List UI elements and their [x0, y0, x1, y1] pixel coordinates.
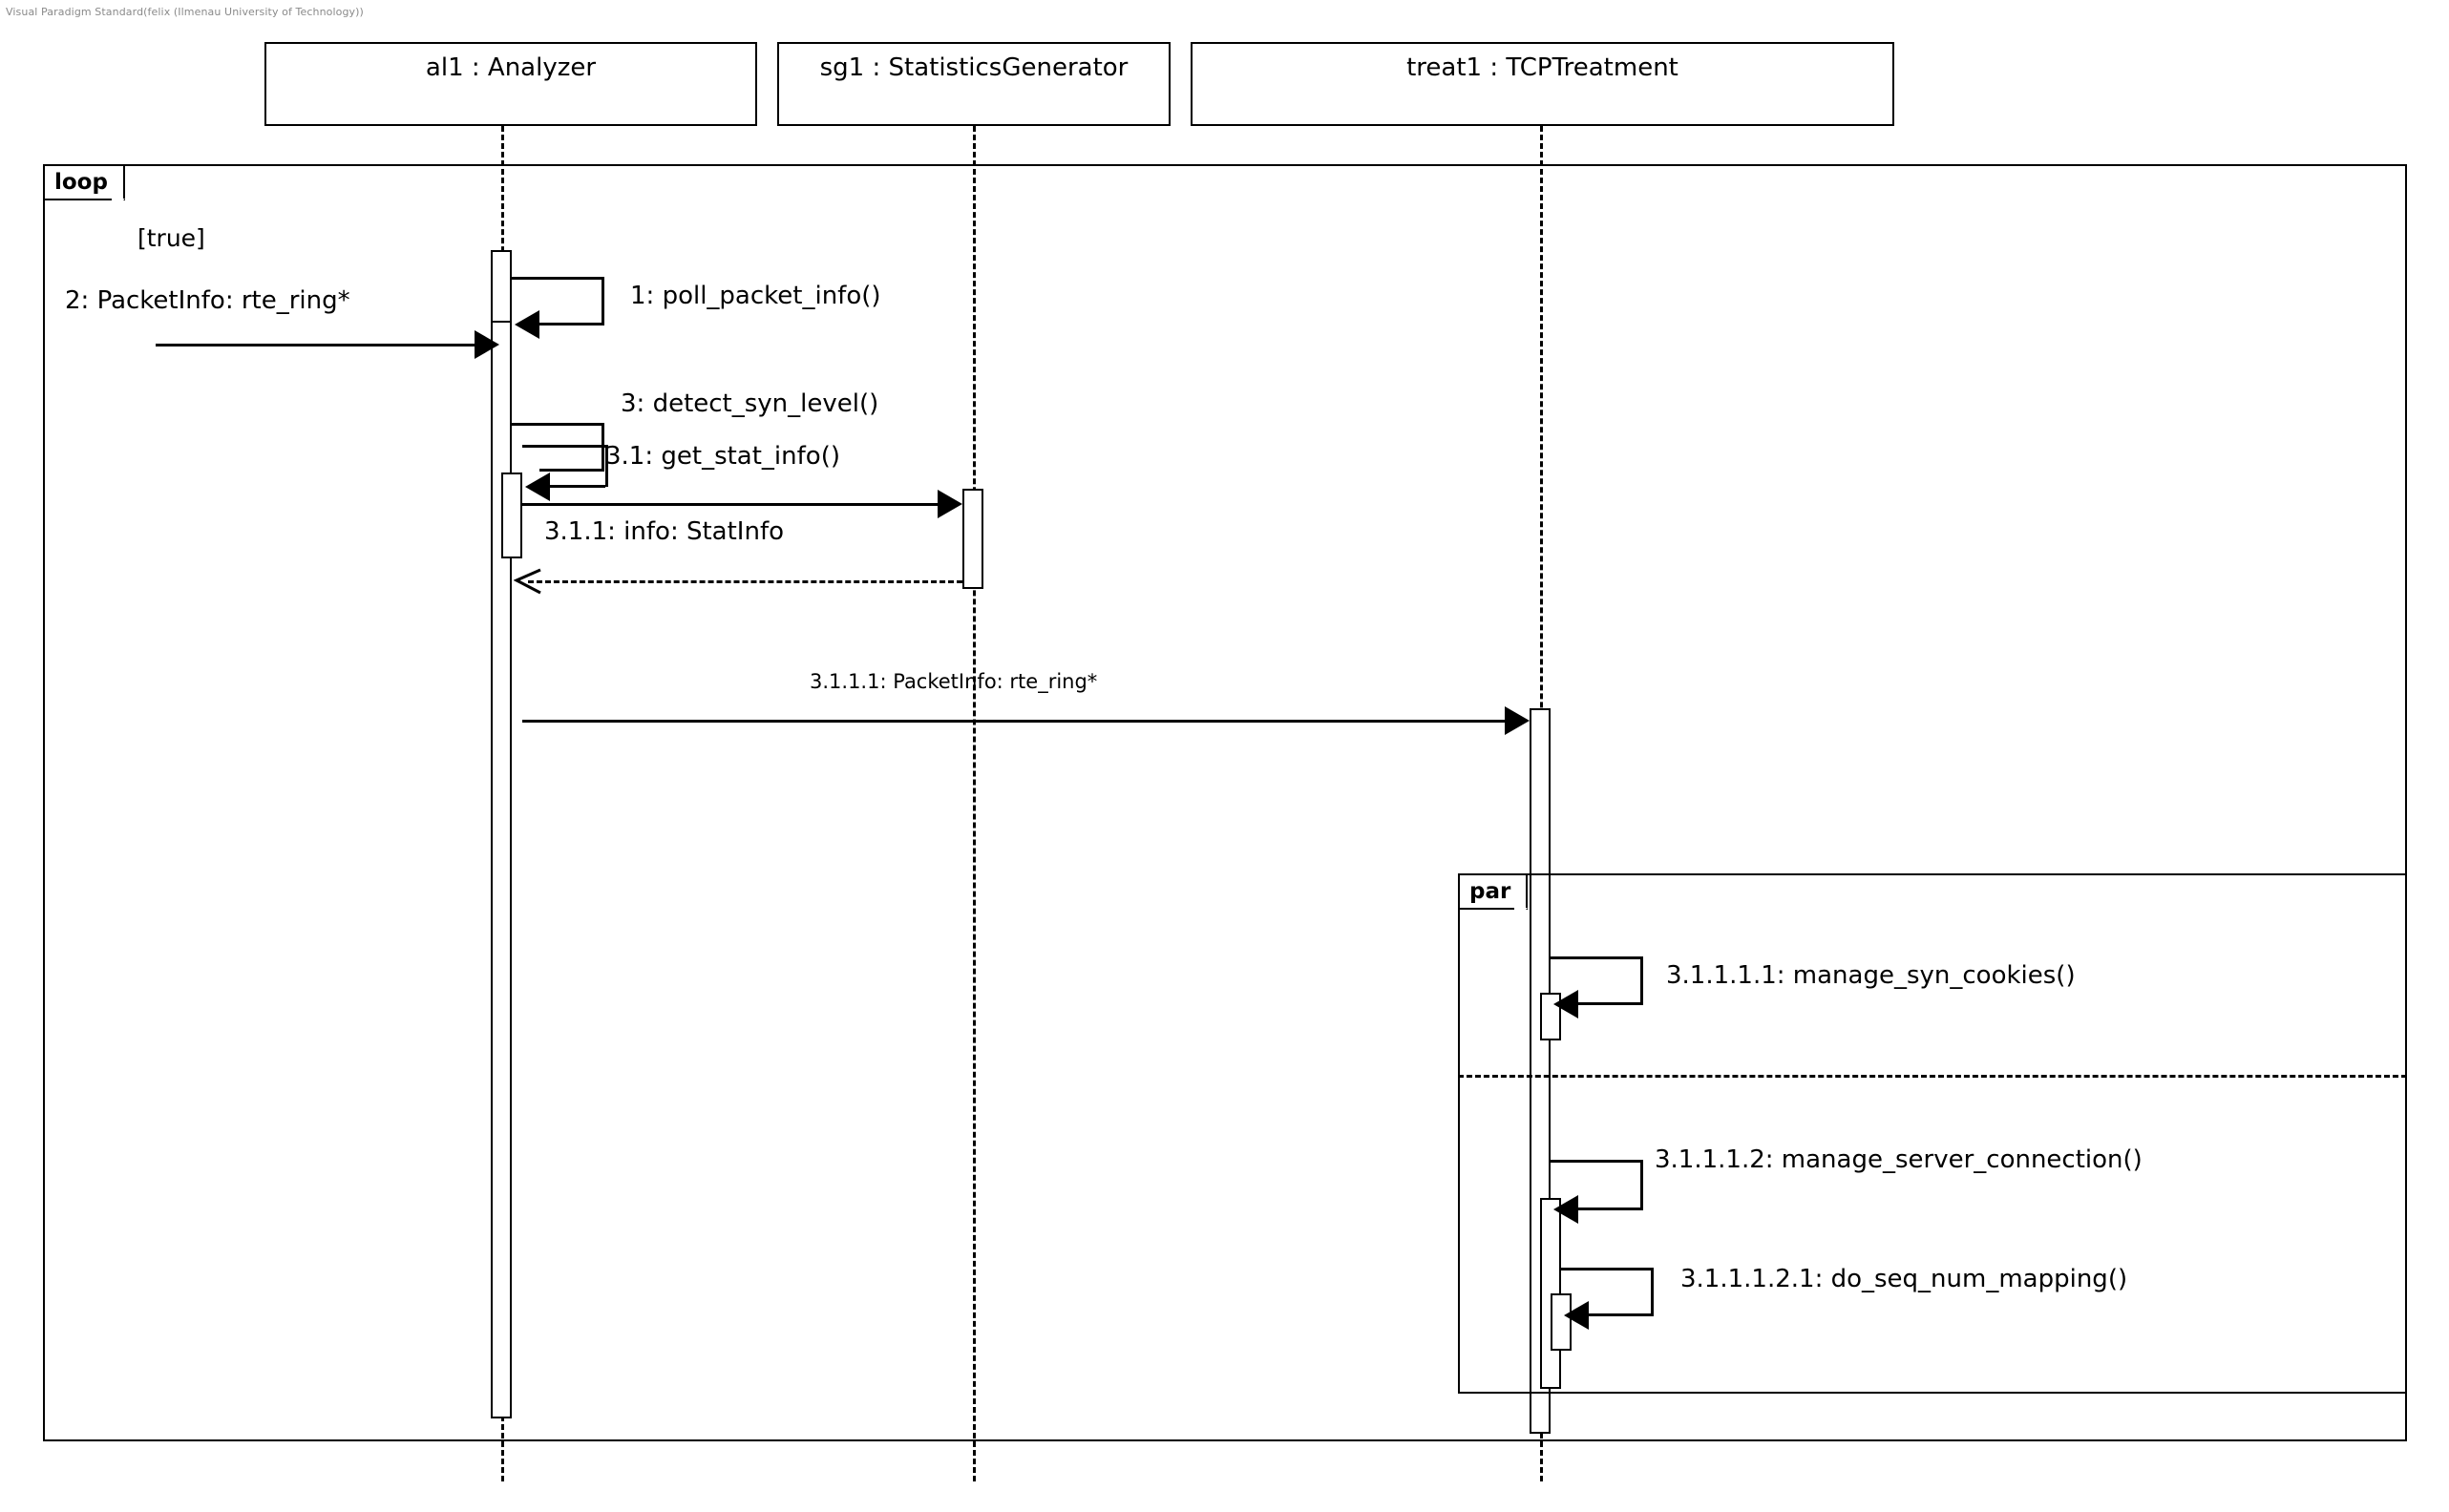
msg-3-label: 3: detect_syn_level(): [621, 389, 879, 418]
lifeline-head-sg1-label: sg1 : StatisticsGenerator: [819, 53, 1129, 82]
msg-3-1-1-label: 3.1.1: info: StatInfo: [544, 517, 784, 546]
msg-seq-map-label: 3.1.1.1.2.1: do_seq_num_mapping(): [1680, 1265, 2128, 1293]
msg-3-1-1-1-arrowhead: [1505, 706, 1530, 735]
msg-server-conn-arrowhead: [1553, 1195, 1578, 1224]
fragment-par-operand-divider: [1458, 1075, 2407, 1078]
msg-server-conn-self-right: [1640, 1160, 1643, 1209]
msg-3-1-label: 3.1: get_stat_info(): [605, 442, 840, 471]
msg-server-conn-self-bottom: [1578, 1208, 1643, 1210]
msg-3-1-1-arrowhead: [938, 490, 962, 518]
msg-seq-map-self-bottom: [1589, 1313, 1654, 1316]
lifeline-sg1: [973, 126, 976, 1481]
msg-1-arrowhead: [515, 310, 539, 339]
lifeline-head-al1[interactable]: al1 : Analyzer: [264, 42, 757, 126]
msg-seq-map-arrowhead: [1564, 1301, 1589, 1330]
msg-server-conn-label: 3.1.1.1.2: manage_server_connection(): [1655, 1145, 2143, 1174]
msg-3-1-1-return-line: [528, 580, 962, 583]
msg-3-1-arrowhead: [525, 472, 550, 501]
msg-server-conn-self-top: [1551, 1160, 1643, 1163]
activation-al1-main: [491, 321, 512, 1418]
msg-1-label: 1: poll_packet_info(): [630, 282, 881, 310]
msg-3-1-1-line: [522, 503, 942, 506]
activation-al1-nested: [501, 472, 522, 558]
lifeline-head-treat1-label: treat1 : TCPTreatment: [1406, 53, 1678, 82]
msg-1-self-bottom: [539, 323, 604, 326]
fragment-loop-tag: loop: [45, 166, 125, 212]
lifeline-head-al1-label: al1 : Analyzer: [425, 53, 597, 82]
msg-syn-cookies-label: 3.1.1.1.1: manage_syn_cookies(): [1666, 961, 2076, 990]
fragment-par[interactable]: par: [1458, 873, 2407, 1394]
msg-seq-map-self-right: [1651, 1268, 1654, 1315]
msg-syn-cookies-self-bottom: [1578, 1002, 1643, 1005]
msg-3-1-1-1-label: 3.1.1.1: PacketInfo: rte_ring*: [810, 670, 1098, 693]
msg-3-1-self-bottom: [550, 485, 605, 488]
msg-2-label: 2: PacketInfo: rte_ring*: [65, 286, 350, 315]
fragment-loop-guard: [true]: [137, 224, 205, 252]
lifeline-head-sg1[interactable]: sg1 : StatisticsGenerator: [777, 42, 1171, 126]
fragment-par-tag: par: [1460, 875, 1529, 921]
msg-3-1-self-right: [605, 445, 608, 487]
msg-3-self-top: [512, 423, 604, 426]
msg-syn-cookies-self-right: [1640, 956, 1643, 1004]
lifeline-head-treat1[interactable]: treat1 : TCPTreatment: [1191, 42, 1894, 126]
msg-1-self-top: [512, 277, 604, 280]
watermark-text: Visual Paradigm Standard(felix (Ilmenau …: [6, 6, 364, 18]
msg-seq-map-self-top: [1561, 1268, 1654, 1270]
msg-3-1-self-top: [522, 445, 608, 448]
msg-3-self-bottom: [539, 469, 604, 472]
activation-sg1: [962, 489, 983, 589]
msg-2-arrowhead: [475, 330, 499, 359]
msg-3-1-1-1-line: [522, 720, 1510, 723]
msg-2-line: [156, 344, 480, 346]
msg-1-self-right: [602, 277, 604, 325]
fragment-loop[interactable]: loop: [43, 164, 2407, 1441]
msg-syn-cookies-arrowhead: [1553, 990, 1578, 1018]
msg-3-1-1-return-arrowhead: [514, 568, 541, 595]
msg-syn-cookies-self-top: [1551, 956, 1643, 959]
